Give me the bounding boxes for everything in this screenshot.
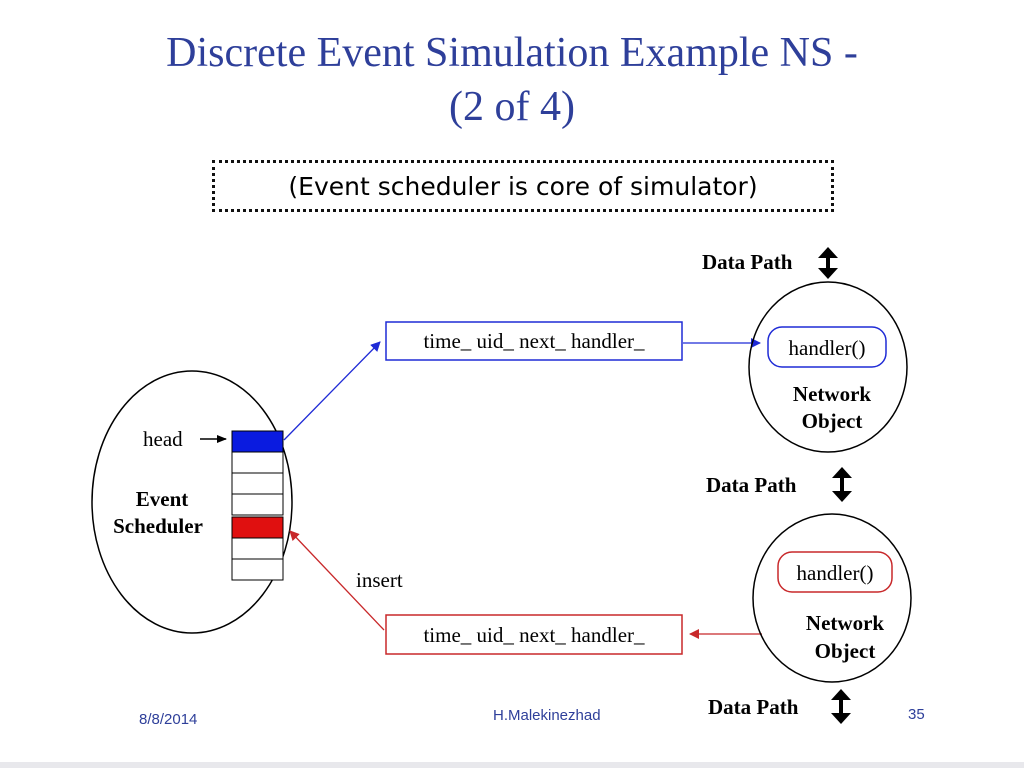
dequeue-arrow	[283, 341, 381, 441]
double-arrow-icon	[832, 467, 852, 502]
event-queue	[231, 430, 284, 581]
network-object-circle	[752, 513, 912, 683]
handler-box	[767, 326, 887, 368]
data-path-label: Data Path	[702, 250, 793, 274]
data-path-bottom: Data Path	[708, 689, 851, 724]
network-object-top: handler() Network Object	[748, 281, 908, 453]
queue-slot	[231, 558, 284, 581]
insert-label: insert	[356, 568, 403, 592]
title-line-1: Discrete Event Simulation Example NS -	[166, 30, 858, 76]
data-path-top: Data Path	[702, 247, 838, 279]
footer-author: H.Malekinezhad	[493, 707, 601, 724]
data-path-middle: Data Path	[706, 467, 852, 502]
queue-slot-inserted	[231, 516, 284, 539]
event-scheduler: head Event Scheduler	[91, 370, 293, 634]
slide-bottom-bar	[0, 762, 1024, 768]
scheduler-name-line-1: Event	[136, 487, 189, 511]
head-label: head	[143, 427, 183, 451]
event-record-fields: time_ uid_ next_ handler_	[423, 623, 645, 647]
title-line-2: (2 of 4)	[449, 84, 575, 130]
handler-label: handler()	[789, 336, 866, 360]
network-object-line-2: Object	[815, 639, 876, 663]
network-object-bottom: handler() Network Object	[752, 513, 912, 683]
data-path-label: Data Path	[706, 473, 797, 497]
double-arrow-icon	[831, 689, 851, 724]
slide-title: Discrete Event Simulation Example NS - (…	[40, 26, 984, 134]
footer-page-number: 35	[908, 706, 925, 723]
network-object-line-1: Network	[806, 611, 884, 635]
handler-box	[777, 551, 893, 593]
callout-box: (Event scheduler is core of simulator)	[212, 160, 834, 212]
queue-slot	[231, 493, 284, 516]
scheduler-circle	[91, 370, 293, 634]
footer-date: 8/8/2014	[139, 711, 198, 728]
callout-text: (Event scheduler is core of simulator)	[288, 171, 758, 201]
network-object-line-2: Object	[802, 409, 863, 433]
queue-slot	[231, 537, 284, 560]
queue-slot	[231, 472, 284, 495]
queue-slot	[231, 451, 284, 474]
queue-slot-head	[231, 430, 284, 453]
data-path-label: Data Path	[708, 695, 799, 719]
event-record-fields: time_ uid_ next_ handler_	[423, 329, 645, 353]
network-object-line-1: Network	[793, 382, 871, 406]
network-object-circle	[748, 281, 908, 453]
insert-arrow	[289, 530, 385, 631]
handler-label: handler()	[797, 561, 874, 585]
event-record-box	[385, 614, 683, 655]
event-record-top: time_ uid_ next_ handler_	[385, 321, 683, 361]
event-record-bottom: time_ uid_ next_ handler_	[385, 614, 683, 655]
event-record-box	[385, 321, 683, 361]
scheduler-name-line-2: Scheduler	[113, 514, 203, 538]
double-arrow-icon	[818, 247, 838, 279]
